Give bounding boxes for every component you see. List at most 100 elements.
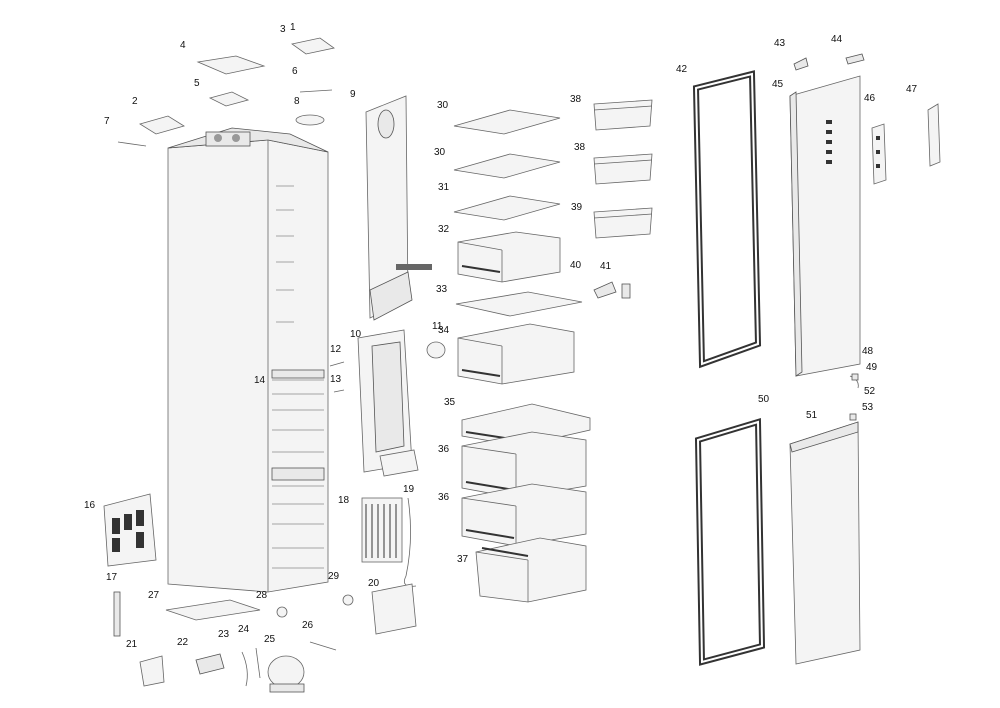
part-label: 21 (126, 639, 138, 650)
door-gasket-part-50 (694, 417, 766, 666)
part-label: 3 (280, 24, 286, 35)
part-label: 10 (350, 329, 362, 340)
part-8 (295, 114, 325, 126)
part-label: 2 (132, 96, 138, 107)
part-label: 23 (218, 629, 230, 640)
part-label: 30 (434, 147, 446, 158)
part-label: 29 (328, 571, 340, 582)
part-label: 22 (177, 637, 189, 648)
evaporator-cover-part-10 (357, 329, 419, 477)
rear-cover-part-16 (103, 493, 157, 567)
part-label: 46 (864, 93, 876, 104)
cabinet-body (167, 127, 329, 593)
part-26 (309, 641, 337, 651)
part-12 (329, 361, 345, 367)
part-label: 30 (437, 100, 449, 111)
freezer-drawer-part-36b (461, 483, 587, 547)
part-label: 43 (774, 38, 786, 49)
top-cover-part-4 (196, 55, 266, 75)
part-label: 11 (432, 321, 443, 332)
part-label: 18 (338, 495, 350, 506)
part-label: 28 (256, 590, 268, 601)
part-label: 16 (84, 500, 96, 511)
hinge-part-52-53 (849, 413, 857, 421)
part-29 (342, 594, 354, 606)
part-label: 35 (444, 397, 456, 408)
part-40 (593, 281, 617, 299)
glass-shelf-part-31 (453, 195, 561, 221)
part-28 (276, 606, 288, 618)
freezer-drawer-part-36a (461, 431, 587, 499)
part-label: 37 (457, 554, 469, 565)
part-label: 36 (438, 492, 450, 503)
part-label: 38 (570, 94, 582, 105)
part-label: 26 (302, 620, 314, 631)
part-label: 40 (570, 260, 582, 271)
part-label: 38 (574, 142, 586, 153)
air-duct-panel-part-9 (365, 95, 432, 321)
part-label: 41 (600, 261, 612, 272)
part-13 (333, 389, 345, 393)
part-label: 44 (831, 34, 843, 45)
part-label: 39 (571, 202, 583, 213)
part-label: 51 (806, 410, 818, 421)
part-label: 33 (436, 284, 448, 295)
freezer-drawer-part-37 (475, 537, 587, 603)
part-41 (621, 283, 631, 299)
part-label: 27 (148, 590, 160, 601)
part-label: 52 (864, 386, 876, 397)
hinge-part-48-49 (849, 373, 859, 389)
part-label: 48 (862, 346, 874, 357)
pipe-part-19 (403, 497, 417, 587)
part-23 (241, 651, 248, 687)
part-label: 9 (350, 89, 356, 100)
part-label: 4 (180, 40, 186, 51)
part-5 (208, 91, 250, 107)
part-label: 45 (772, 79, 784, 90)
door-bin-part-38b (593, 153, 653, 185)
part-20 (371, 583, 417, 635)
part-43 (793, 57, 809, 71)
door-bin-part-38a (593, 99, 653, 131)
part-7 (117, 141, 147, 147)
part-label: 42 (676, 64, 688, 75)
part-label: 7 (104, 116, 110, 127)
freezer-door-part-51 (789, 421, 861, 665)
part-label: 32 (438, 224, 450, 235)
part-22 (195, 653, 225, 675)
part-label: 14 (254, 375, 266, 386)
crisper-drawer-part-34 (457, 323, 575, 385)
compressor-part-25 (267, 655, 305, 693)
part-17 (113, 591, 121, 637)
part-label: 8 (294, 96, 300, 107)
fridge-door-part-45 (789, 75, 861, 377)
part-label: 25 (264, 634, 276, 645)
display-part-46 (871, 123, 887, 185)
handle-part-47 (927, 103, 941, 167)
door-bin-part-39 (593, 207, 653, 239)
part-label: 12 (330, 344, 342, 355)
part-label: 17 (106, 572, 118, 583)
glass-shelf-part-30b (453, 153, 561, 179)
part-label: 20 (368, 578, 380, 589)
glass-shelf-part-30a (453, 109, 561, 135)
part-11 (426, 341, 446, 359)
part-label: 24 (238, 624, 250, 635)
part-label: 1 (290, 22, 296, 33)
part-label: 49 (866, 362, 878, 373)
part-label: 13 (330, 374, 342, 385)
door-gasket-part-42 (692, 70, 762, 369)
part-label: 34 (438, 325, 450, 336)
part-6 (299, 89, 333, 93)
part-label: 47 (906, 84, 918, 95)
part-label: 31 (438, 182, 450, 193)
part-2 (139, 115, 185, 135)
part-24 (255, 647, 261, 679)
part-label: 50 (758, 394, 770, 405)
drawer-part-32 (457, 231, 561, 283)
part-label: 19 (403, 484, 415, 495)
part-label: 36 (438, 444, 450, 455)
top-cover-part-3 (291, 37, 335, 55)
